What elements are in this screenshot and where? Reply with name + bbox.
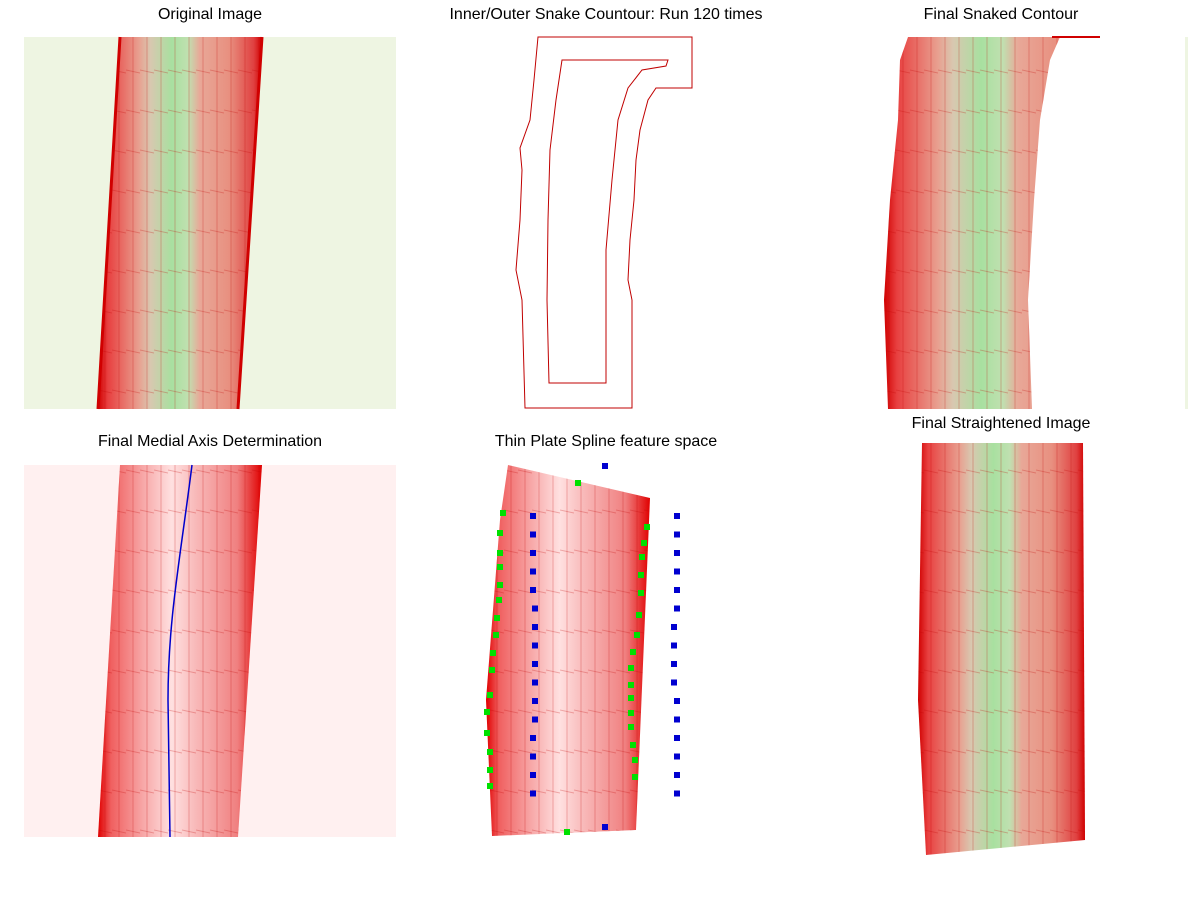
landmark-green (575, 480, 581, 486)
landmark-blue (532, 698, 538, 704)
medial-axis-image (24, 464, 396, 838)
landmark-green (487, 692, 493, 698)
original-image (24, 36, 396, 410)
landmark-green (636, 612, 642, 618)
snaked-image (884, 36, 1188, 409)
landmark-blue (530, 735, 536, 741)
landmark-blue (602, 463, 608, 469)
landmark-blue (671, 624, 677, 630)
landmark-green (638, 572, 644, 578)
landmark-blue (530, 587, 536, 593)
tps-image (484, 463, 680, 836)
landmark-green (497, 550, 503, 556)
medial-axis-line (167, 464, 193, 838)
landmark-green (493, 632, 499, 638)
landmark-green (500, 510, 506, 516)
landmark-green (564, 829, 570, 835)
landmark-green (634, 632, 640, 638)
title-tps: Thin Plate Spline feature space (494, 433, 718, 450)
landmark-blue (532, 605, 538, 612)
snake-contour (515, 36, 693, 409)
landmark-green (487, 749, 493, 755)
landmark-green (632, 757, 638, 763)
landmark-blue (674, 735, 680, 741)
landmark-blue (674, 605, 680, 612)
landmark-blue (530, 531, 536, 538)
landmark-blue (674, 772, 680, 778)
landmark-blue (530, 513, 536, 519)
landmark-blue (532, 661, 538, 667)
landmark-green (639, 554, 645, 560)
landmark-green (484, 730, 490, 736)
landmark-green (628, 724, 634, 730)
landmark-blue (671, 661, 677, 667)
landmark-blue (674, 531, 680, 538)
inner-contour (546, 59, 669, 384)
title-straightened: Final Straightened Image (911, 415, 1091, 432)
landmark-green (630, 742, 636, 748)
title-snaked: Final Snaked Contour (923, 6, 1079, 23)
straightened-image (918, 443, 1085, 855)
landmark-green (638, 590, 644, 596)
landmark-green (487, 767, 493, 773)
landmark-blue (671, 679, 677, 686)
landmark-blue (602, 824, 608, 830)
outer-contour (515, 36, 693, 409)
landmark-blue (530, 550, 536, 556)
landmark-points (484, 463, 680, 835)
landmark-blue (532, 716, 538, 723)
landmark-green (628, 682, 634, 688)
landmark-blue (674, 716, 680, 723)
landmark-green (628, 665, 634, 671)
title-medial: Final Medial Axis Determination (97, 433, 323, 450)
landmark-blue (530, 772, 536, 778)
landmark-green (641, 540, 647, 546)
landmark-blue (674, 587, 680, 593)
landmark-green (497, 582, 503, 588)
landmark-green (497, 564, 503, 570)
landmark-green (632, 774, 638, 780)
landmark-blue (674, 568, 680, 575)
landmark-green (494, 615, 500, 621)
landmark-blue (532, 679, 538, 686)
landmark-blue (674, 513, 680, 519)
landmark-green (484, 709, 490, 715)
landmark-green (630, 649, 636, 655)
landmark-blue (530, 790, 536, 797)
landmark-blue (532, 642, 538, 649)
landmark-green (628, 695, 634, 701)
landmark-blue (530, 568, 536, 575)
landmark-blue (530, 753, 536, 760)
landmark-green (496, 597, 502, 603)
landmark-blue (671, 642, 677, 649)
landmark-blue (674, 698, 680, 704)
landmark-green (490, 650, 496, 656)
landmark-green (628, 710, 634, 716)
landmark-blue (674, 790, 680, 797)
landmark-blue (674, 550, 680, 556)
title-original: Original Image (157, 6, 263, 23)
landmark-blue (674, 753, 680, 760)
title-snake: Inner/Outer Snake Countour: Run 120 time… (449, 6, 763, 23)
landmark-green (644, 524, 650, 530)
landmark-blue (532, 624, 538, 630)
landmark-green (497, 530, 503, 536)
landmark-green (489, 667, 495, 673)
landmark-green (487, 783, 493, 789)
